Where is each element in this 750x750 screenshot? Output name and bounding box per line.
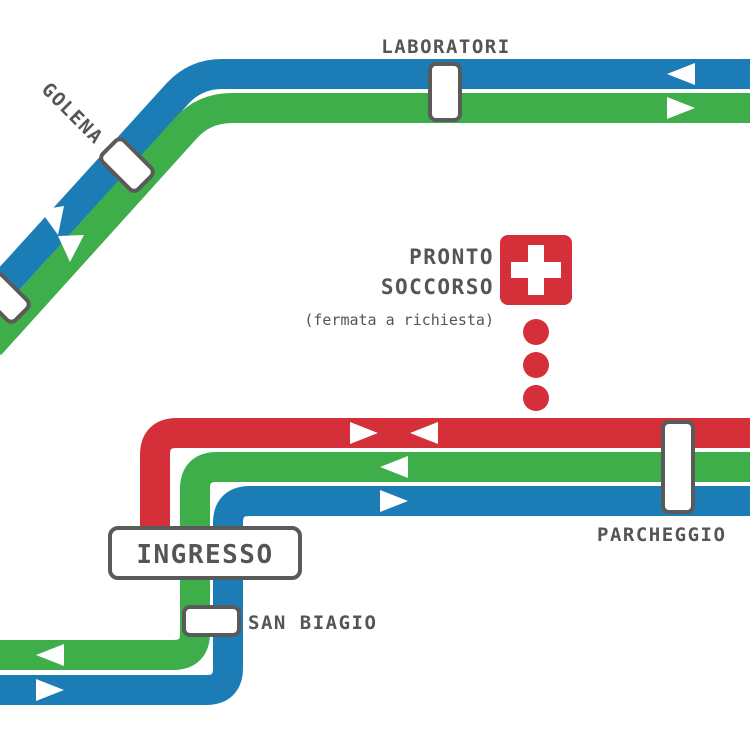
first-aid-label-line1: PRONTO [409, 245, 494, 269]
first-aid-stop[interactable]: PRONTO SOCCORSO (fermata a richiesta) [304, 235, 572, 411]
connector-dots [523, 319, 549, 411]
direction-arrows [36, 63, 695, 701]
red-cross-icon [500, 235, 572, 305]
station-label-san-biagio: SAN BIAGIO [248, 612, 377, 634]
direction-arrow-icon [36, 644, 64, 666]
station-label-golena: GOLENA [37, 79, 107, 149]
connector-dot [523, 352, 549, 378]
direction-arrow-icon [667, 63, 695, 85]
upper-routes [0, 59, 750, 356]
station-label-laboratori: LABORATORI [381, 36, 510, 58]
direction-arrow-icon [40, 206, 64, 235]
stop-ingresso[interactable] [108, 526, 302, 580]
first-aid-note: (fermata a richiesta) [304, 311, 494, 329]
stops [0, 62, 695, 637]
blue-line-lower [0, 486, 750, 705]
connector-dot [523, 319, 549, 345]
direction-arrow-icon [380, 456, 408, 478]
station-label-ingresso: INGRESSO [136, 540, 273, 570]
direction-arrow-icon [667, 97, 695, 119]
direction-arrow-icon [58, 235, 84, 262]
stop-parcheggio[interactable] [661, 420, 695, 514]
first-aid-label-line2: SOCCORSO [381, 275, 494, 299]
connector-dot [523, 385, 549, 411]
direction-arrow-icon [36, 679, 64, 701]
blue-line-upper [0, 59, 750, 311]
green-line-upper [0, 93, 750, 356]
direction-arrow-icon [350, 422, 378, 444]
station-label-parcheggio: PARCHEGGIO [597, 524, 726, 546]
stop-left-edge[interactable] [0, 272, 31, 324]
stop-san-biagio[interactable] [182, 605, 241, 637]
stop-golena[interactable] [99, 137, 156, 194]
stop-laboratori[interactable] [428, 62, 462, 122]
red-line [140, 418, 750, 545]
direction-arrow-icon [380, 490, 408, 512]
direction-arrow-icon [410, 422, 438, 444]
